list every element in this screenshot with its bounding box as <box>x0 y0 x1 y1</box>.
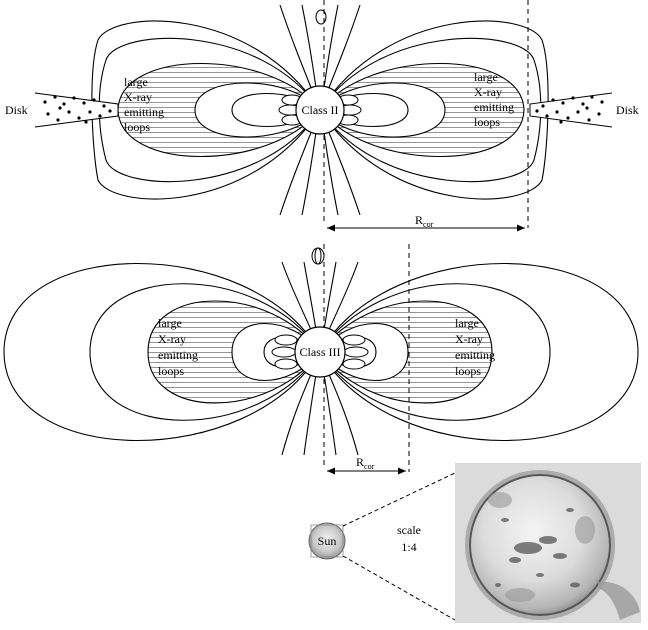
class-ii-left-disk <box>34 92 119 128</box>
sun-label: Sun <box>318 534 337 548</box>
class-iii-star-label: Class III <box>300 345 341 359</box>
class-ii-right-disk-label: Disk <box>616 103 639 117</box>
class-iii-rotation-icon <box>311 247 325 265</box>
class-ii-star <box>295 85 345 135</box>
class-ii-rcor-label: Rcor <box>415 213 434 229</box>
class-ii-right-disk <box>529 92 613 128</box>
sun-inset: Sun scale 1:4 <box>308 463 641 623</box>
class-iii-star <box>294 326 346 378</box>
class-ii-star-label: Class II <box>302 103 339 117</box>
sun-large-image <box>455 463 641 623</box>
scale-value: 1:4 <box>401 540 416 554</box>
class-iii-field-lines <box>3 261 639 456</box>
class-ii-right-loops-label: large X-ray emitting loops <box>474 70 517 129</box>
class-ii-panel: Class II Disk Di <box>5 0 639 232</box>
class-ii-left-loops-label: large X-ray emitting loops <box>124 75 167 134</box>
class-iii-left-loops-label: large X-ray emitting loops <box>158 316 201 378</box>
class-iii-rcor-label: Rcor <box>356 455 375 471</box>
class-ii-left-disk-label: Disk <box>5 103 28 117</box>
sun-small-disk <box>308 522 346 560</box>
class-ii-rotation-icon <box>315 9 327 25</box>
class-ii-rcor-arrow <box>327 224 525 232</box>
class-iii-rcor-arrow <box>327 467 406 475</box>
class-iii-panel: Class III large X-ray emitting loops lar… <box>3 244 639 475</box>
scale-label: scale <box>397 523 421 537</box>
class-iii-right-loops-label: large X-ray emitting loops <box>455 316 498 378</box>
class-iii-small-loops <box>271 334 369 370</box>
